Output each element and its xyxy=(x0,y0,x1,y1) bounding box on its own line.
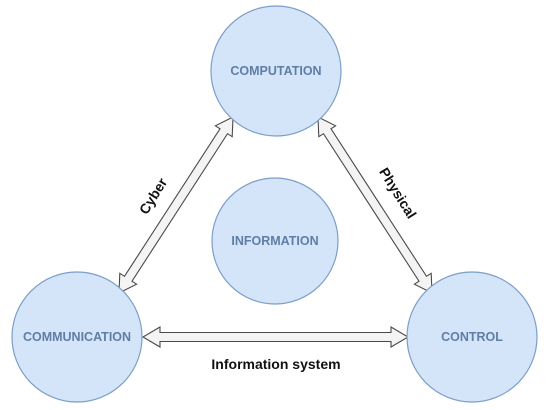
control-label: CONTROL xyxy=(441,330,503,344)
information-system-label: Information system xyxy=(211,356,340,372)
cyber-double-arrow xyxy=(118,116,234,294)
cyber-label: Cyber xyxy=(136,174,171,217)
communication-circle xyxy=(11,271,143,403)
information-label: INFORMATION xyxy=(231,234,318,248)
communication-node: COMMUNICATION xyxy=(11,271,143,403)
computation-circle xyxy=(210,5,342,137)
control-node: CONTROL xyxy=(406,271,538,403)
information-system-double-arrow xyxy=(141,326,410,348)
communication-label: COMMUNICATION xyxy=(23,330,131,344)
control-circle xyxy=(406,271,538,403)
information-circle xyxy=(211,177,339,305)
computation-node: COMPUTATION xyxy=(210,5,342,137)
information-node: INFORMATION xyxy=(211,177,339,305)
computation-label: COMPUTATION xyxy=(230,64,321,78)
